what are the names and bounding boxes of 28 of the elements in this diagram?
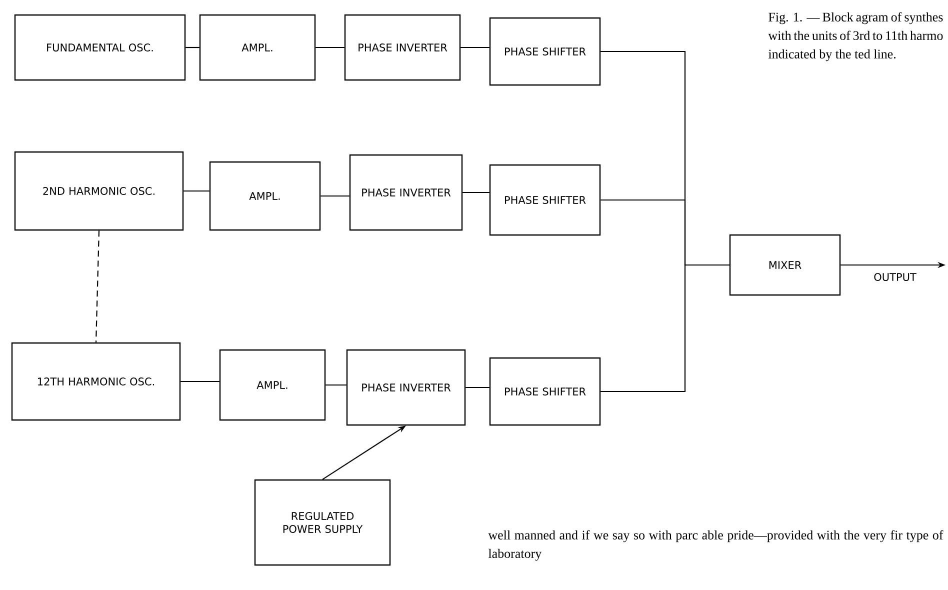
connector-line xyxy=(184,190,210,192)
connector-line xyxy=(186,46,200,48)
connector-line xyxy=(462,192,490,194)
block-box: MIXER xyxy=(729,234,841,296)
block-box: AMPL. xyxy=(199,14,316,81)
block-box: PHASE SHIFTER xyxy=(489,17,601,86)
connector-line xyxy=(600,264,730,392)
body-text: well manned and if we say so with parc able pride—provided with the very fir type of laboratory xyxy=(488,530,944,561)
connector-line xyxy=(95,230,100,342)
block-box: PHASE SHIFTER xyxy=(489,164,601,236)
connector-line xyxy=(316,46,344,48)
block-box: PHASE INVERTER xyxy=(346,349,466,426)
block-box: 2ND HARMONIC OSC. xyxy=(14,151,184,231)
connector-line xyxy=(180,380,220,382)
connector-line xyxy=(320,195,350,197)
block-box: PHASE SHIFTER xyxy=(489,357,601,426)
figure-caption: Fig. 1. — Block agram of synthes with the units of 3rd to 11th harmo indicated by the ted line. xyxy=(768,12,943,62)
connector-line xyxy=(466,386,490,388)
block-box: REGULATED POWER SUPPLY xyxy=(254,479,391,566)
connector-line xyxy=(460,46,490,48)
block-box: FUNDAMENTAL OSC. xyxy=(14,14,186,81)
connector-line xyxy=(326,384,346,386)
block-box: AMPL. xyxy=(219,349,326,421)
block-box: AMPL. xyxy=(209,161,321,231)
block-box: PHASE INVERTER xyxy=(344,14,461,81)
edge-label: OUTPUT xyxy=(874,273,916,281)
block-box: 12TH HARMONIC OSC. xyxy=(11,342,181,421)
block-box: PHASE INVERTER xyxy=(349,154,463,231)
